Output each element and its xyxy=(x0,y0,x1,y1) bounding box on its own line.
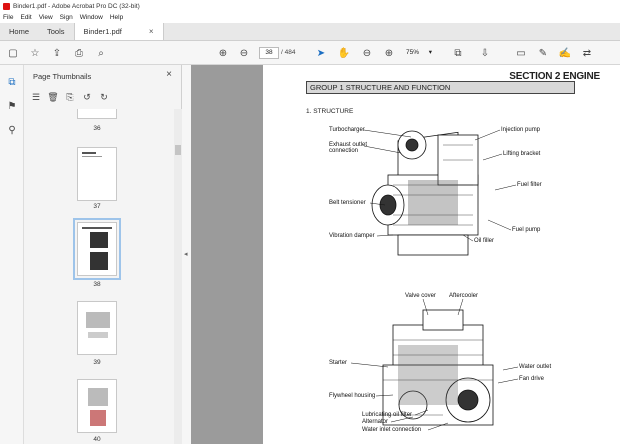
label-water-outlet: Water outlet xyxy=(519,364,552,370)
title-bar: Binder1.pdf - Adobe Acrobat Pro DC (32-b… xyxy=(0,0,620,12)
thumbnail-label: 36 xyxy=(93,125,101,132)
close-panel-icon[interactable]: × xyxy=(166,69,172,80)
panel-toolbar: ☰ 🗑 ⎘ ↺ ↻ xyxy=(30,89,110,105)
panel-title: Page Thumbnails xyxy=(33,72,92,81)
bookmark-star-icon[interactable]: ☆ xyxy=(30,47,40,59)
acrobat-icon xyxy=(3,2,10,10)
label-flywheel-housing: Flywheel housing xyxy=(329,393,376,399)
thumbnail-label: 37 xyxy=(93,203,101,210)
thumbnail-label: 38 xyxy=(93,281,101,288)
document-viewer[interactable]: SECTION 2 ENGINE GROUP 1 STRUCTURE AND F… xyxy=(191,65,620,444)
menu-help[interactable]: Help xyxy=(109,14,124,21)
label-oil-filler: Oil filler xyxy=(474,238,495,244)
menu-file[interactable]: File xyxy=(3,14,14,21)
sign-icon[interactable]: ✍ xyxy=(558,47,572,59)
thumbnail-page[interactable] xyxy=(77,147,117,201)
panel-splitter[interactable]: ◂ xyxy=(182,65,191,444)
close-tab-icon[interactable]: × xyxy=(148,27,154,36)
engine-drawing-top xyxy=(371,130,479,256)
label-fan-drive: Fan drive xyxy=(519,376,545,382)
label-lifting-bracket: Lifting bracket xyxy=(503,151,541,157)
tab-document-label: Binder1.pdf xyxy=(83,27,122,36)
page-thumbnails-icon[interactable]: ⧉ xyxy=(8,76,16,88)
group-title: GROUP 1 STRUCTURE AND FUNCTION xyxy=(306,81,575,94)
thumbnail-label: 39 xyxy=(93,359,101,366)
delete-page-icon[interactable]: 🗑 xyxy=(47,91,59,102)
thumbnail-page-selected[interactable] xyxy=(73,218,121,280)
menu-view[interactable]: View xyxy=(38,14,53,21)
zoom-select[interactable]: 75% ▾ xyxy=(404,47,434,59)
engine-drawing-bottom xyxy=(382,309,494,426)
previous-page-icon[interactable]: ⊕ xyxy=(218,47,228,59)
label-fuel-filter: Fuel filter xyxy=(517,182,542,188)
label-turbocharger: Turbocharger xyxy=(329,127,365,133)
page-count: / 484 xyxy=(281,49,296,56)
tab-bar: Home Tools Binder1.pdf × xyxy=(0,23,620,41)
upload-icon[interactable]: ⇪ xyxy=(52,47,62,59)
menu-edit[interactable]: Edit xyxy=(20,14,32,21)
options-menu-icon[interactable]: ☰ xyxy=(31,91,41,102)
page-number-input[interactable]: 38 xyxy=(259,47,279,59)
extract-page-icon[interactable]: ⎘ xyxy=(66,91,74,102)
menu-window[interactable]: Window xyxy=(79,14,103,21)
search-icon[interactable]: ⌕ xyxy=(98,47,104,59)
label-injection-pump: Injection pump xyxy=(501,127,541,133)
save-icon[interactable]: ▢ xyxy=(8,47,18,59)
collapse-panel-icon[interactable]: ◂ xyxy=(184,251,188,258)
tab-tools[interactable]: Tools xyxy=(47,27,65,36)
fit-page-icon[interactable]: ⧉ xyxy=(454,47,462,59)
label-alternator: Alternator xyxy=(362,419,389,425)
page-thumbnails-panel: Page Thumbnails × ☰ 🗑 ⎘ ↺ ↻ 36 37 38 39 … xyxy=(24,65,182,444)
section-title: SECTION 2 ENGINE xyxy=(509,71,600,82)
label-belt-tensioner: Belt tensioner xyxy=(329,200,366,206)
thumbnail-list[interactable]: 36 37 38 39 40 xyxy=(24,109,174,444)
share-icon[interactable]: ⇄ xyxy=(582,47,592,59)
rotate-right-icon[interactable]: ↻ xyxy=(100,91,108,102)
thumbnail-page[interactable] xyxy=(77,301,117,355)
tab-home[interactable]: Home xyxy=(9,27,30,36)
chevron-down-icon: ▾ xyxy=(428,49,432,56)
zoom-in-icon[interactable]: ⊕ xyxy=(384,47,394,59)
next-page-icon[interactable]: ⊖ xyxy=(239,47,249,59)
label-vibration-damper: Vibration damper xyxy=(329,233,375,239)
window-title: Binder1.pdf - Adobe Acrobat Pro DC (32-b… xyxy=(13,2,140,10)
bookmarks-icon[interactable]: ⚑ xyxy=(7,100,17,112)
label-valve-cover: Valve cover xyxy=(405,293,436,299)
rotate-left-icon[interactable]: ↺ xyxy=(83,91,91,102)
tab-document[interactable]: Binder1.pdf × xyxy=(73,23,164,40)
zoom-value: 75% xyxy=(406,49,420,56)
attachments-icon[interactable]: ⚲ xyxy=(8,124,16,136)
label-starter: Starter xyxy=(329,360,348,366)
scrollbar-thumb[interactable] xyxy=(175,145,181,155)
label-aftercooler: Aftercooler xyxy=(449,293,479,299)
select-cursor-icon[interactable]: ➤ xyxy=(316,47,326,59)
thumbnail-label: 40 xyxy=(93,436,101,443)
thumbnail-page[interactable] xyxy=(77,379,117,433)
zoom-out-icon[interactable]: ⊖ xyxy=(362,47,372,59)
label-fuel-pump: Fuel pump xyxy=(512,227,541,233)
subsection-heading: 1. STRUCTURE xyxy=(306,108,354,115)
scroll-mode-icon[interactable]: ⇩ xyxy=(480,47,490,59)
label-exhaust-outlet: Exhaust outlet connection xyxy=(329,142,368,154)
thumbnail-page[interactable] xyxy=(77,109,117,119)
main-toolbar: ▢ ☆ ⇪ ⎙ ⌕ ⊕ ⊖ 38 / 484 ➤ ✋ ⊖ ⊕ 75% ▾ ⧉ ⇩… xyxy=(0,41,620,65)
thumbnail-scrollbar[interactable] xyxy=(174,109,182,444)
label-water-inlet: Water inlet connection xyxy=(362,427,422,433)
left-navigation-rail: ⧉ ⚑ ⚲ xyxy=(0,65,24,444)
leader-lines xyxy=(350,129,519,431)
hand-tool-icon[interactable]: ✋ xyxy=(337,47,351,59)
highlight-pen-icon[interactable]: ✎ xyxy=(538,47,548,59)
label-lubricating-oil-filter: Lubricating oil filter xyxy=(362,412,413,418)
comment-icon[interactable]: ▭ xyxy=(516,47,526,59)
menu-sign[interactable]: Sign xyxy=(59,14,73,21)
menu-bar: File Edit View Sign Window Help xyxy=(0,12,620,23)
print-icon[interactable]: ⎙ xyxy=(75,47,83,59)
pdf-page: SECTION 2 ENGINE GROUP 1 STRUCTURE AND F… xyxy=(263,65,620,444)
